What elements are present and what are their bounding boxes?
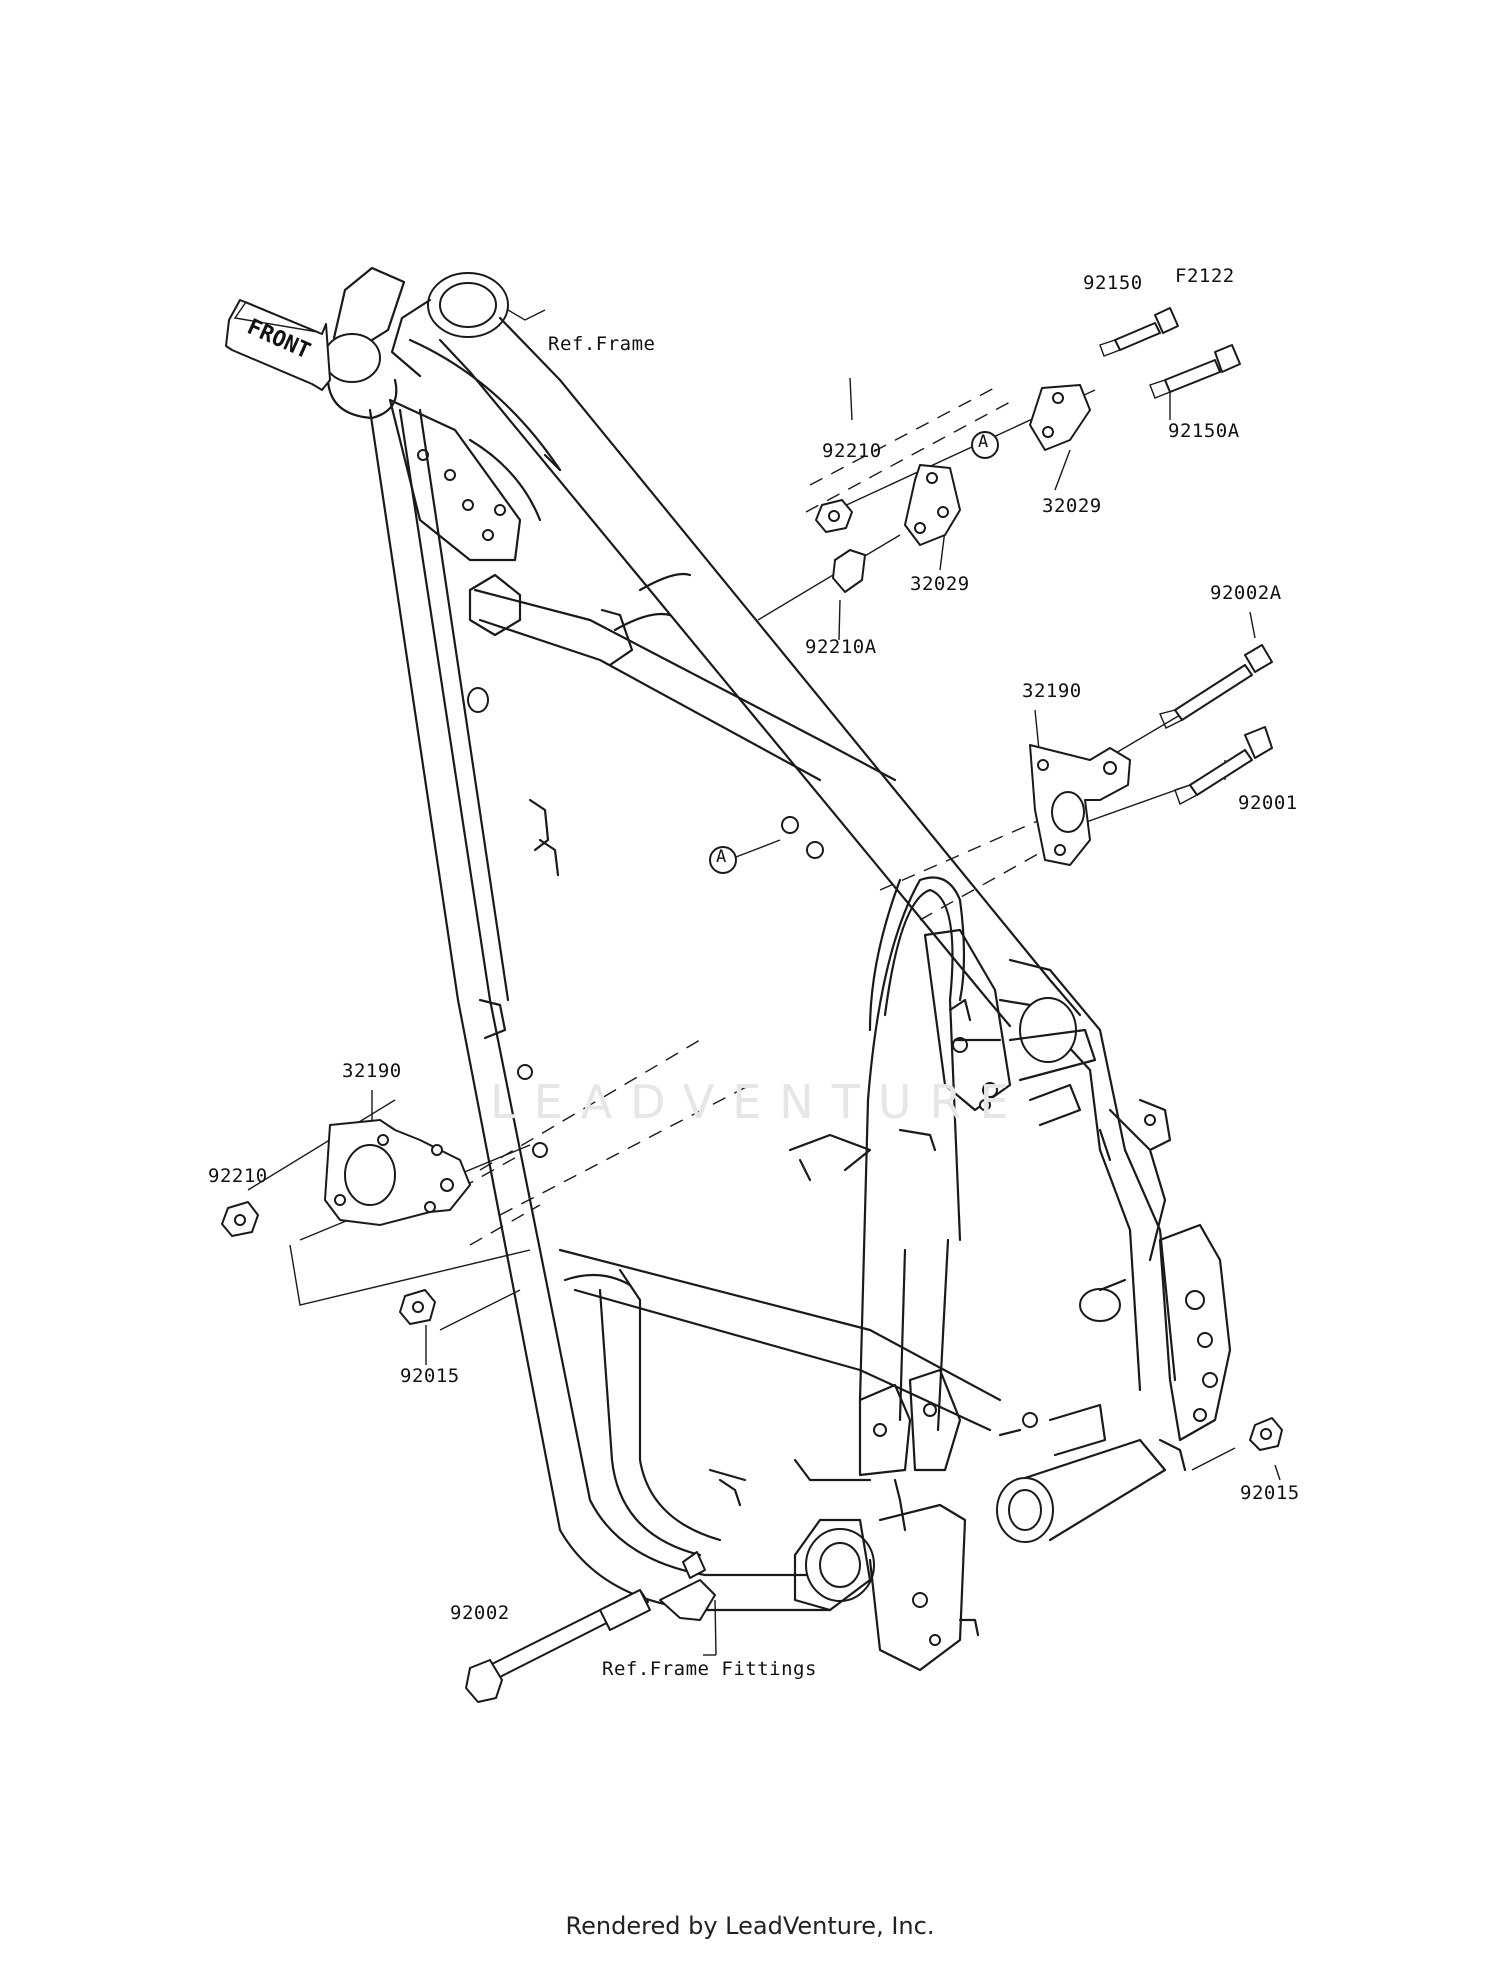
front-arrow: FRONT — [225, 299, 331, 391]
footer-credit: Rendered by LeadVenture, Inc. — [565, 1912, 935, 1940]
part-label-32029-rear: 32029 — [1042, 495, 1102, 517]
callout-a-mid: A — [716, 847, 727, 867]
main-frame — [323, 266, 1232, 1672]
part-label-92001: 92001 — [1238, 792, 1298, 814]
bracket-32190-right — [879, 644, 1273, 921]
part-label-92002a: 92002A — [1210, 582, 1282, 604]
part-label-92015-right: 92015 — [1240, 1482, 1300, 1504]
part-label-32190-left: 32190 — [342, 1060, 402, 1082]
part-label-92002: 92002 — [450, 1602, 510, 1624]
ref-frame-label: Ref.Frame — [548, 333, 656, 355]
part-label-32190-right: 32190 — [1022, 680, 1082, 702]
leader-lines — [371, 309, 1281, 1656]
part-label-92210-left: 92210 — [208, 1165, 268, 1187]
part-label-92210-top: 92210 — [822, 440, 882, 462]
callout-a-markers — [709, 431, 999, 874]
callout-a-top: A — [978, 432, 989, 452]
bracket-32029-assembly — [757, 307, 1241, 621]
watermark: LEADVENTURE — [490, 1075, 1027, 1129]
bolt-92002 — [465, 1551, 716, 1703]
part-label-92015-left: 92015 — [400, 1365, 460, 1387]
ref-frame-fittings-label: Ref.Frame Fittings — [602, 1658, 817, 1680]
part-label-92210a: 92210A — [805, 636, 877, 658]
part-label-92150: 92150 — [1083, 272, 1143, 294]
nut-92015-right — [1249, 1417, 1283, 1451]
diagram-code: F2122 — [1175, 265, 1235, 287]
part-label-92150a: 92150A — [1168, 420, 1240, 442]
bracket-32190-left — [221, 1039, 751, 1331]
part-label-32029-front: 32029 — [910, 573, 970, 595]
